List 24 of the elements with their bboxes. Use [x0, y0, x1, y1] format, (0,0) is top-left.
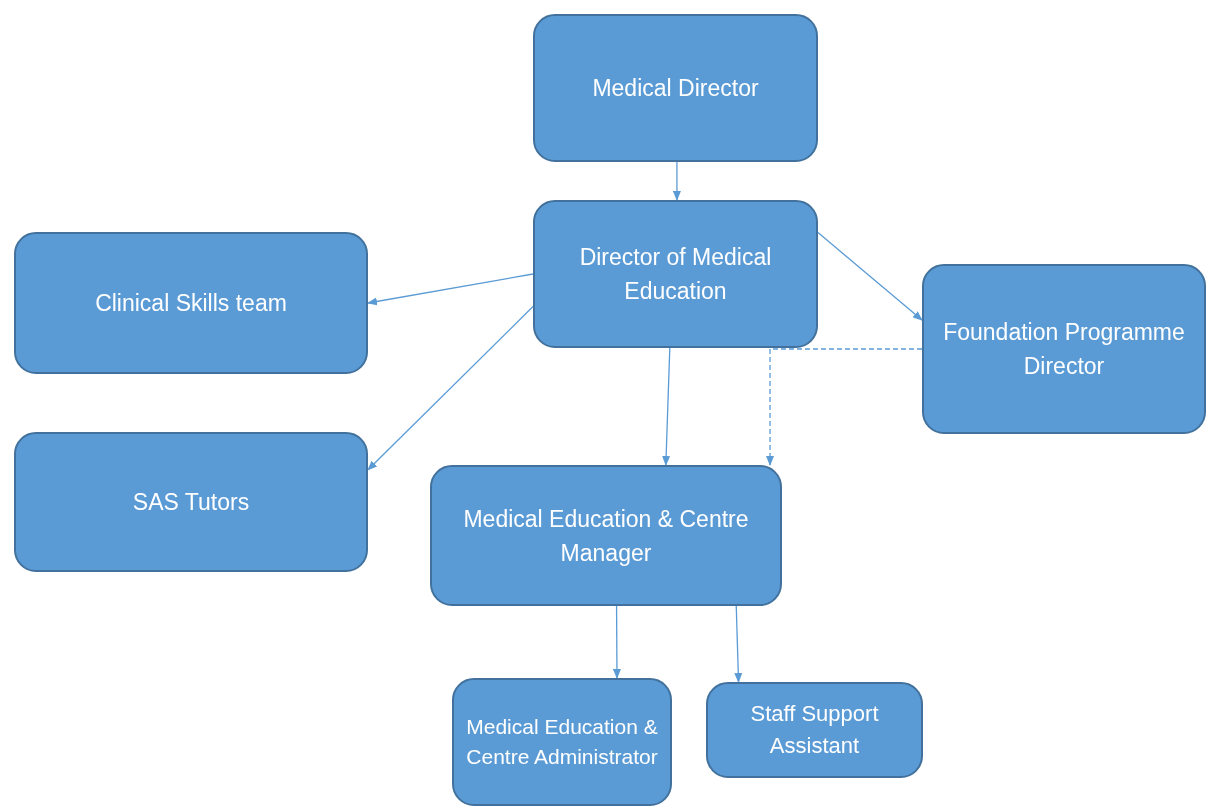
- role-title: Medical Education & Centre Manager: [462, 504, 750, 568]
- arrow: [672, 161, 681, 201]
- arrow: [367, 273, 534, 306]
- arrow: [817, 231, 923, 321]
- role-title: Foundation Programme Director: [942, 318, 1186, 381]
- arrow: [367, 305, 534, 471]
- role-title: Director of Medical Education: [578, 243, 773, 306]
- role-box: [430, 465, 782, 606]
- role-box: [533, 14, 818, 162]
- arrow: [662, 347, 671, 466]
- role-title: SAS Tutors: [132, 488, 250, 517]
- role-title: Clinical Skills team: [95, 289, 287, 318]
- role-box: [533, 200, 818, 348]
- arrow: [734, 605, 743, 683]
- role-box: [14, 432, 368, 572]
- role-title: Medical Education & Centre Administrator: [466, 714, 658, 770]
- role-title: Medical Director: [592, 74, 759, 103]
- arrow: [612, 605, 621, 679]
- role-box: [452, 678, 672, 806]
- arrow: [766, 348, 923, 466]
- role-box: [706, 682, 923, 778]
- role-box: [922, 264, 1206, 434]
- role-box: [14, 232, 368, 374]
- role-title: Staff Support Assistant: [749, 700, 880, 760]
